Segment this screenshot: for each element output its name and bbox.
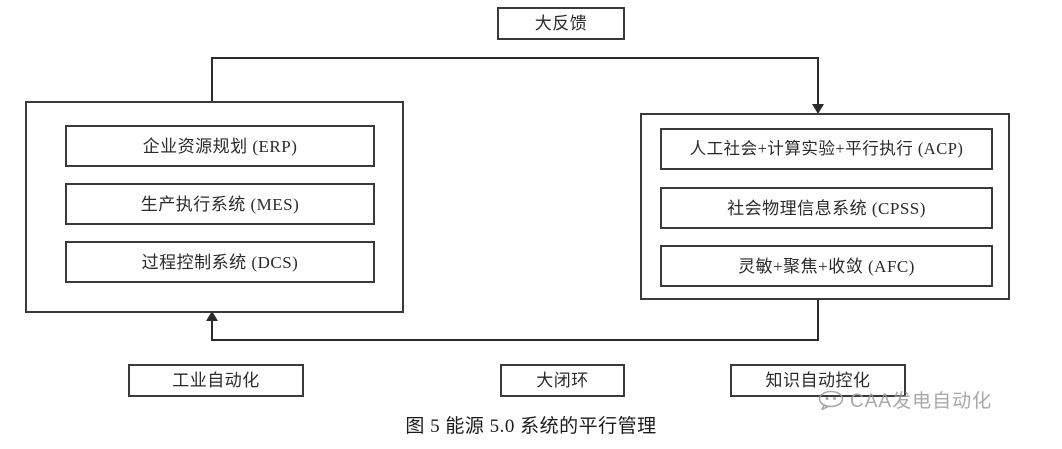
node-big-closed-loop-label: 大闭环 <box>536 371 589 390</box>
node-knowledge-automation: 知识自动控化 <box>730 364 906 397</box>
node-knowledge-automation-label: 知识自动控化 <box>765 371 871 390</box>
connector-top-horizontal <box>211 57 819 59</box>
connector-bottom-left-riser <box>211 320 213 341</box>
node-mes: 生产执行系统 (MES) <box>65 183 375 225</box>
node-cpss-label: 社会物理信息系统 (CPSS) <box>727 198 926 218</box>
watermark: CAA发电自动化 <box>818 386 992 413</box>
connector-bottom-right-descender <box>817 300 819 341</box>
node-acp-label: 人工社会+计算实验+平行执行 (ACP) <box>689 138 964 158</box>
node-afc: 灵敏+聚焦+收敛 (AFC) <box>660 245 993 287</box>
arrow-down-icon <box>812 104 824 114</box>
connector-top-left-riser <box>211 57 213 103</box>
connector-bottom-horizontal <box>211 339 819 341</box>
node-big-feedback-label: 大反馈 <box>534 14 588 33</box>
node-dcs-label: 过程控制系统 (DCS) <box>141 252 299 272</box>
node-dcs: 过程控制系统 (DCS) <box>65 241 375 283</box>
arrow-up-icon <box>206 311 218 321</box>
node-big-closed-loop: 大闭环 <box>500 364 625 397</box>
watermark-text: CAA发电自动化 <box>850 391 993 412</box>
node-afc-label: 灵敏+聚焦+收敛 (AFC) <box>738 256 915 276</box>
connector-top-right-descender <box>817 57 819 107</box>
node-acp: 人工社会+计算实验+平行执行 (ACP) <box>660 128 993 170</box>
node-industrial-automation: 工业自动化 <box>128 364 304 397</box>
node-mes-label: 生产执行系统 (MES) <box>140 194 300 214</box>
node-cpss: 社会物理信息系统 (CPSS) <box>660 187 993 229</box>
node-erp-label: 企业资源规划 (ERP) <box>142 136 298 156</box>
node-industrial-automation-label: 工业自动化 <box>172 371 260 390</box>
chat-bubble-icon <box>818 390 844 410</box>
node-big-feedback: 大反馈 <box>497 7 625 40</box>
figure-caption: 图 5 能源 5.0 系统的平行管理 <box>405 416 657 437</box>
node-erp: 企业资源规划 (ERP) <box>65 125 375 167</box>
